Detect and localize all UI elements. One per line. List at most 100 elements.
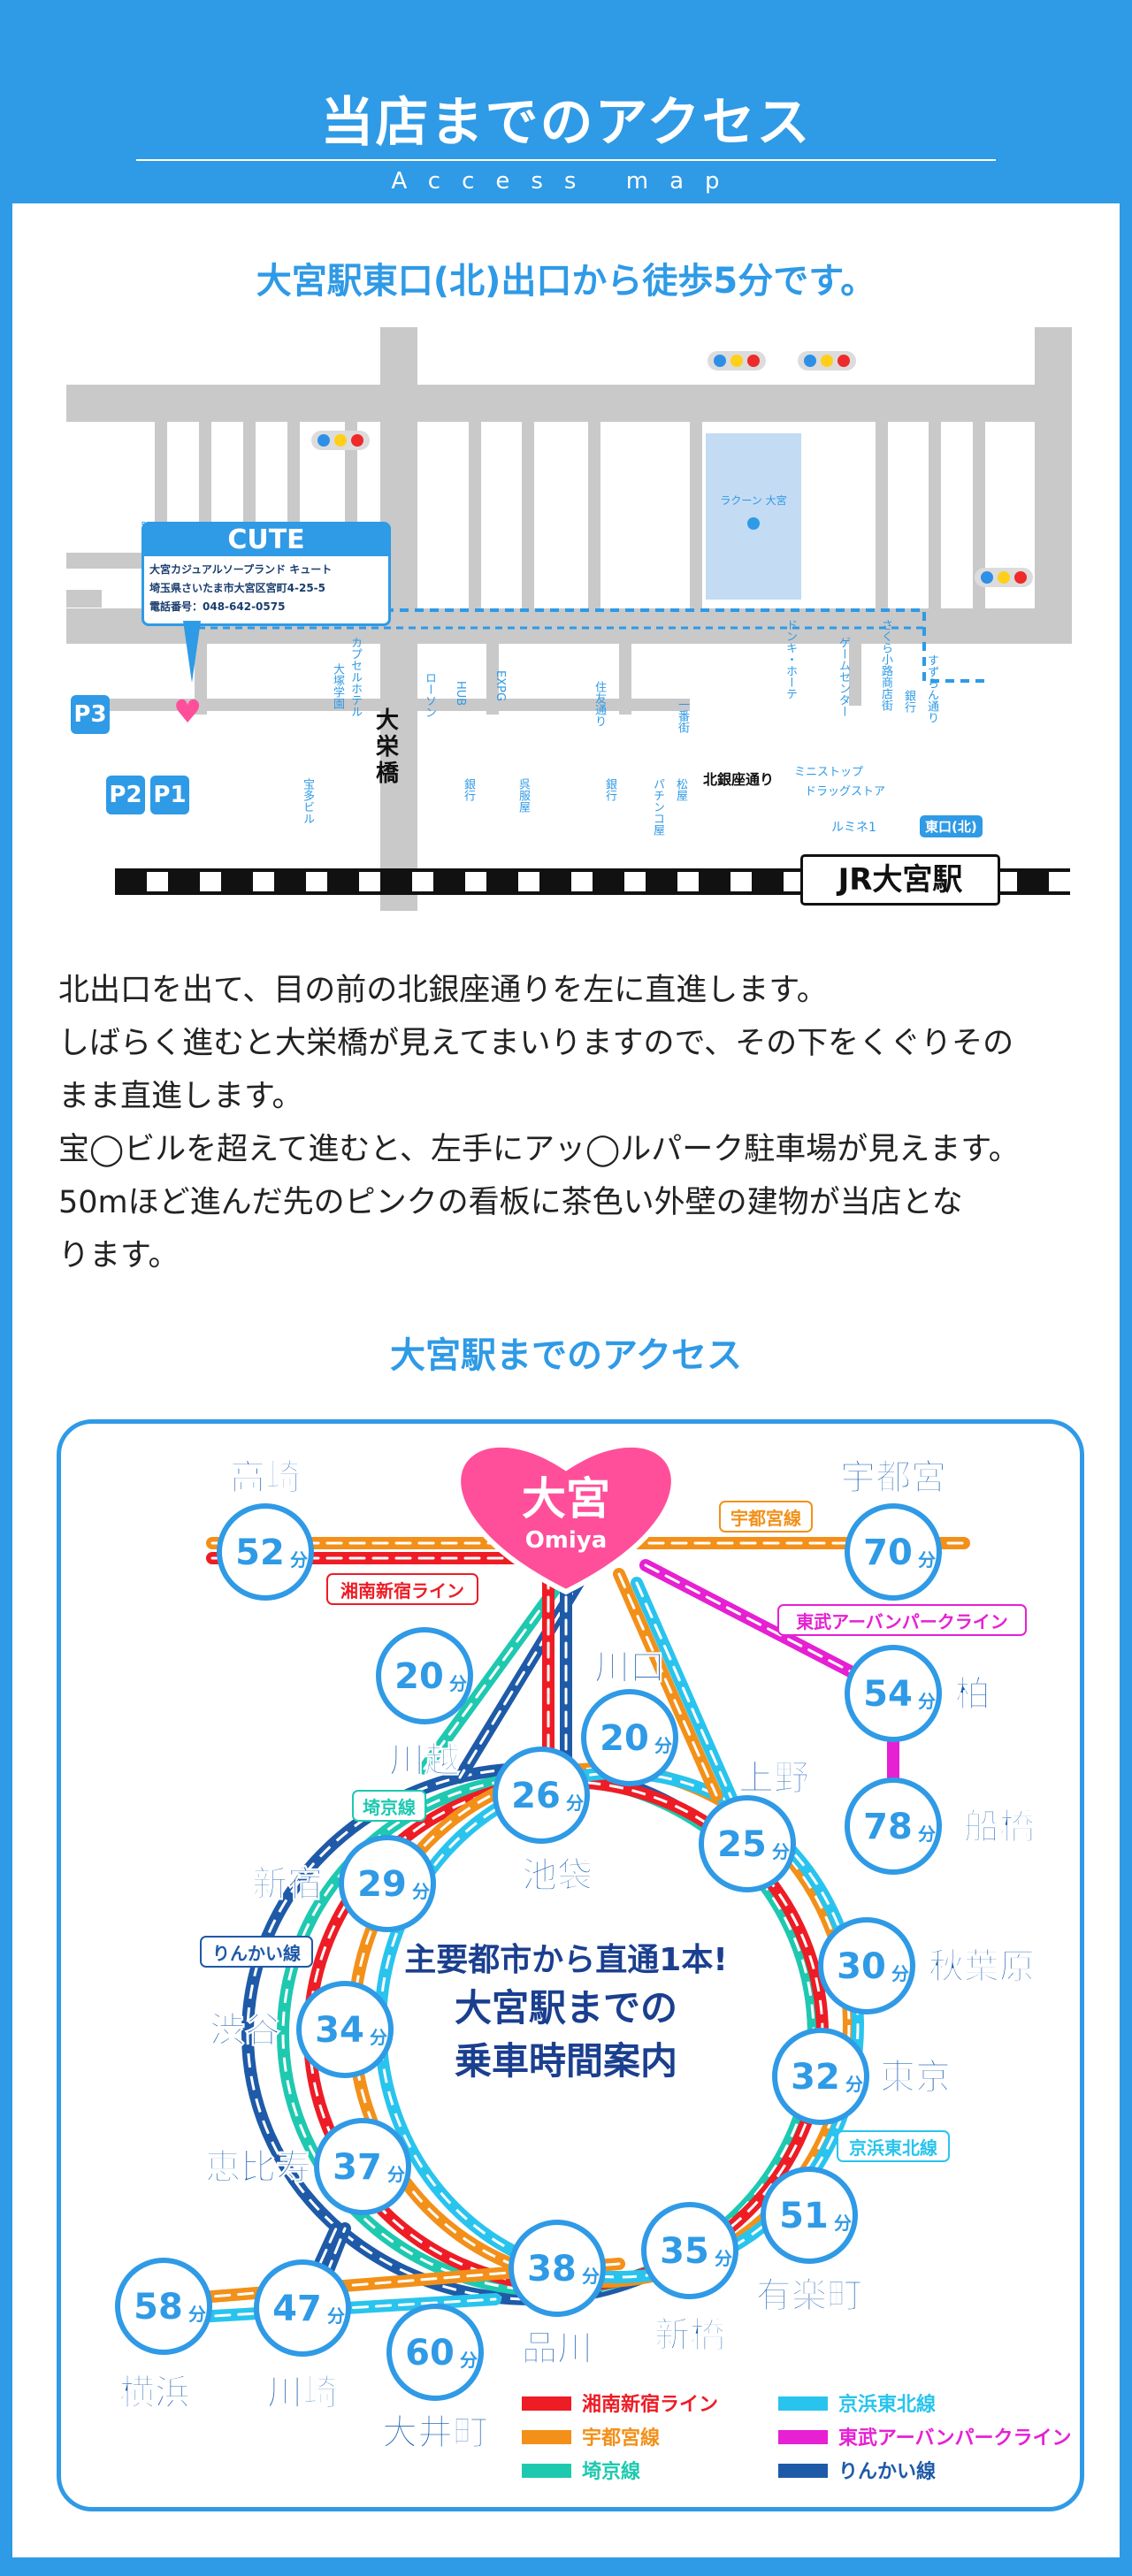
station-circle (581, 1689, 678, 1786)
station-name: 川崎 (267, 2373, 338, 2413)
station-time: 35 (660, 2231, 709, 2272)
station-name: 川越 (389, 1740, 460, 1781)
line-tag (719, 1501, 813, 1533)
landmark-capsule: カプセルホテル (348, 637, 362, 717)
station-minute-unit: 分 (290, 1549, 308, 1571)
station-circle (115, 2258, 212, 2355)
station-minute-unit: 分 (188, 2304, 206, 2325)
legend-label: 湘南新宿ライン (582, 2393, 718, 2416)
station-name: 船橋 (964, 1807, 1035, 1847)
landmark-lumine: ルミネ1 (831, 821, 876, 835)
landmark-game: ゲームセンター (837, 637, 850, 717)
omiya-heart (455, 1441, 677, 1595)
line-tag-label: 湘南新宿ライン (340, 1580, 464, 1601)
landmark-ministop: ミニストップ (794, 766, 864, 779)
station-circle (339, 1835, 436, 1932)
station-circle (217, 1503, 314, 1601)
omiya-roman: Omiya (525, 1527, 608, 1554)
shop-line1: 大宮カジュアルソープランド キュート (149, 563, 333, 576)
station-minute-unit: 分 (327, 2305, 345, 2327)
station-circle (699, 1795, 796, 1892)
station-time: 54 (863, 1674, 913, 1715)
station-name: 高崎 (230, 1457, 301, 1498)
station-minute-unit: 分 (918, 1549, 936, 1571)
directions-line: 50mほど進んだ先のピンクの看板に茶色い外壁の建物が当店とな (58, 1185, 963, 1220)
directions-text: 北出口を出て、目の前の北銀座通りを左に直進します。 しばらく進むと大栄橋が見えて… (58, 964, 1084, 1282)
station-time: 29 (357, 1864, 407, 1905)
directions-line: まま直進します。 (58, 1079, 303, 1114)
station-time: 52 (235, 1533, 285, 1573)
station-circle (845, 1645, 942, 1742)
landmark-bank-4: 銀行 (603, 778, 616, 801)
station-time: 34 (315, 2010, 364, 2051)
route-line (617, 1572, 718, 1797)
center-text: 大宮駅までの (455, 1986, 677, 2029)
station-time: 30 (837, 1946, 886, 1987)
station-name: 新橋 (654, 2315, 725, 2356)
landmark-donki: ドンキ・ホーテ (784, 619, 797, 699)
walk-heading: 大宮駅東口(北)出口から徒歩5分です。 (256, 261, 876, 302)
station-name: 池袋 (522, 1855, 593, 1896)
station-circle (845, 1503, 942, 1601)
bridge-label: 大栄橋 (376, 707, 400, 787)
station-time: 26 (511, 1776, 561, 1816)
shop-line2: 埼玉県さいたま市大宮区宮町4-25-5 (149, 582, 326, 594)
landmark-suzuran: すずらん通り (925, 654, 938, 723)
landmark-ichibangai: 一番街 (676, 699, 689, 733)
station-name: 東京 (880, 2057, 951, 2098)
line-tag (352, 1790, 426, 1822)
center-text: 乗車時間案内 (455, 2039, 677, 2083)
directions-line: しばらく進むと大栄橋が見えてまいりますので、その下をくぐりその (58, 1026, 1014, 1061)
page-subtitle: Access map (391, 168, 741, 195)
station-circle (509, 2220, 606, 2317)
shop-callout: CUTE 大宮カジュアルソープランド キュート 埼玉県さいたま市大宮区宮町4-2… (142, 522, 391, 626)
station-name: 川口 (594, 1647, 665, 1688)
line-tag-label: 京浜東北線 (849, 2137, 937, 2159)
station-time: 25 (717, 1824, 767, 1865)
exit-badge: 東口(北) (920, 815, 983, 837)
station-name: 品川 (522, 2328, 593, 2369)
station-minute-unit: 分 (387, 2164, 405, 2185)
station-name: 大井町 (382, 2412, 488, 2453)
line-tag (837, 2130, 950, 2162)
landmark-matsuya: 松屋 (674, 778, 687, 801)
station-minute-unit: 分 (449, 1673, 467, 1694)
omiya-name: 大宮 (522, 1473, 610, 1525)
station-name: 有楽町 (756, 2275, 862, 2316)
station-name: 柏 (955, 1674, 990, 1715)
station-minute-unit: 分 (715, 2248, 732, 2269)
landmark-takara: 宝多ビル (301, 778, 314, 824)
station-minute-unit: 分 (582, 2266, 600, 2287)
landmark-sakura: さくら小路商店街 (879, 619, 892, 711)
route-line (644, 1563, 886, 1691)
landmark-sumitomo: 住友通り (593, 681, 606, 727)
landmark-expg: EXPG (493, 670, 507, 702)
directions-line: 宝◯ビルを超えて進むと、左手にアッ◯ルパーク駐車場が見えます。 (58, 1132, 1020, 1167)
station-name: 新宿 (252, 1864, 323, 1905)
station-circle (641, 2202, 738, 2299)
station-minute-unit: 分 (891, 1963, 909, 1984)
landmark-drugstore: ドラッグストア (805, 785, 886, 799)
line-tag (326, 1573, 478, 1605)
line-tag (777, 1604, 1027, 1636)
header-banner: 当店までのアクセス Access map (12, 27, 1120, 203)
parking-p3: P3 (71, 695, 110, 734)
legend-swatch (778, 2396, 828, 2411)
station-minute-unit: 分 (772, 1841, 790, 1862)
station-name: 恵比寿 (205, 2147, 311, 2188)
station-time: 51 (779, 2196, 829, 2236)
station-minute-unit: 分 (918, 1691, 936, 1712)
station-time: 20 (600, 1718, 649, 1759)
train-heading: 大宮駅までのアクセス (390, 1335, 742, 1376)
station-badge: JR大宮駅 (800, 854, 1000, 906)
center-text: 主要都市から直通1本! (404, 1942, 727, 1978)
station-time: 47 (272, 2289, 322, 2329)
building-label: ラクーン 大宮 (720, 493, 786, 507)
page-title: 当店までのアクセス (320, 92, 812, 154)
station-circle (845, 1777, 942, 1875)
line-tag-label: 東武アーバンパークライン (796, 1611, 1008, 1632)
route-line (635, 1581, 736, 1806)
directions-line: 北出口を出て、目の前の北銀座通りを左に直進します。 (58, 973, 828, 1008)
station-time: 78 (863, 1807, 913, 1847)
